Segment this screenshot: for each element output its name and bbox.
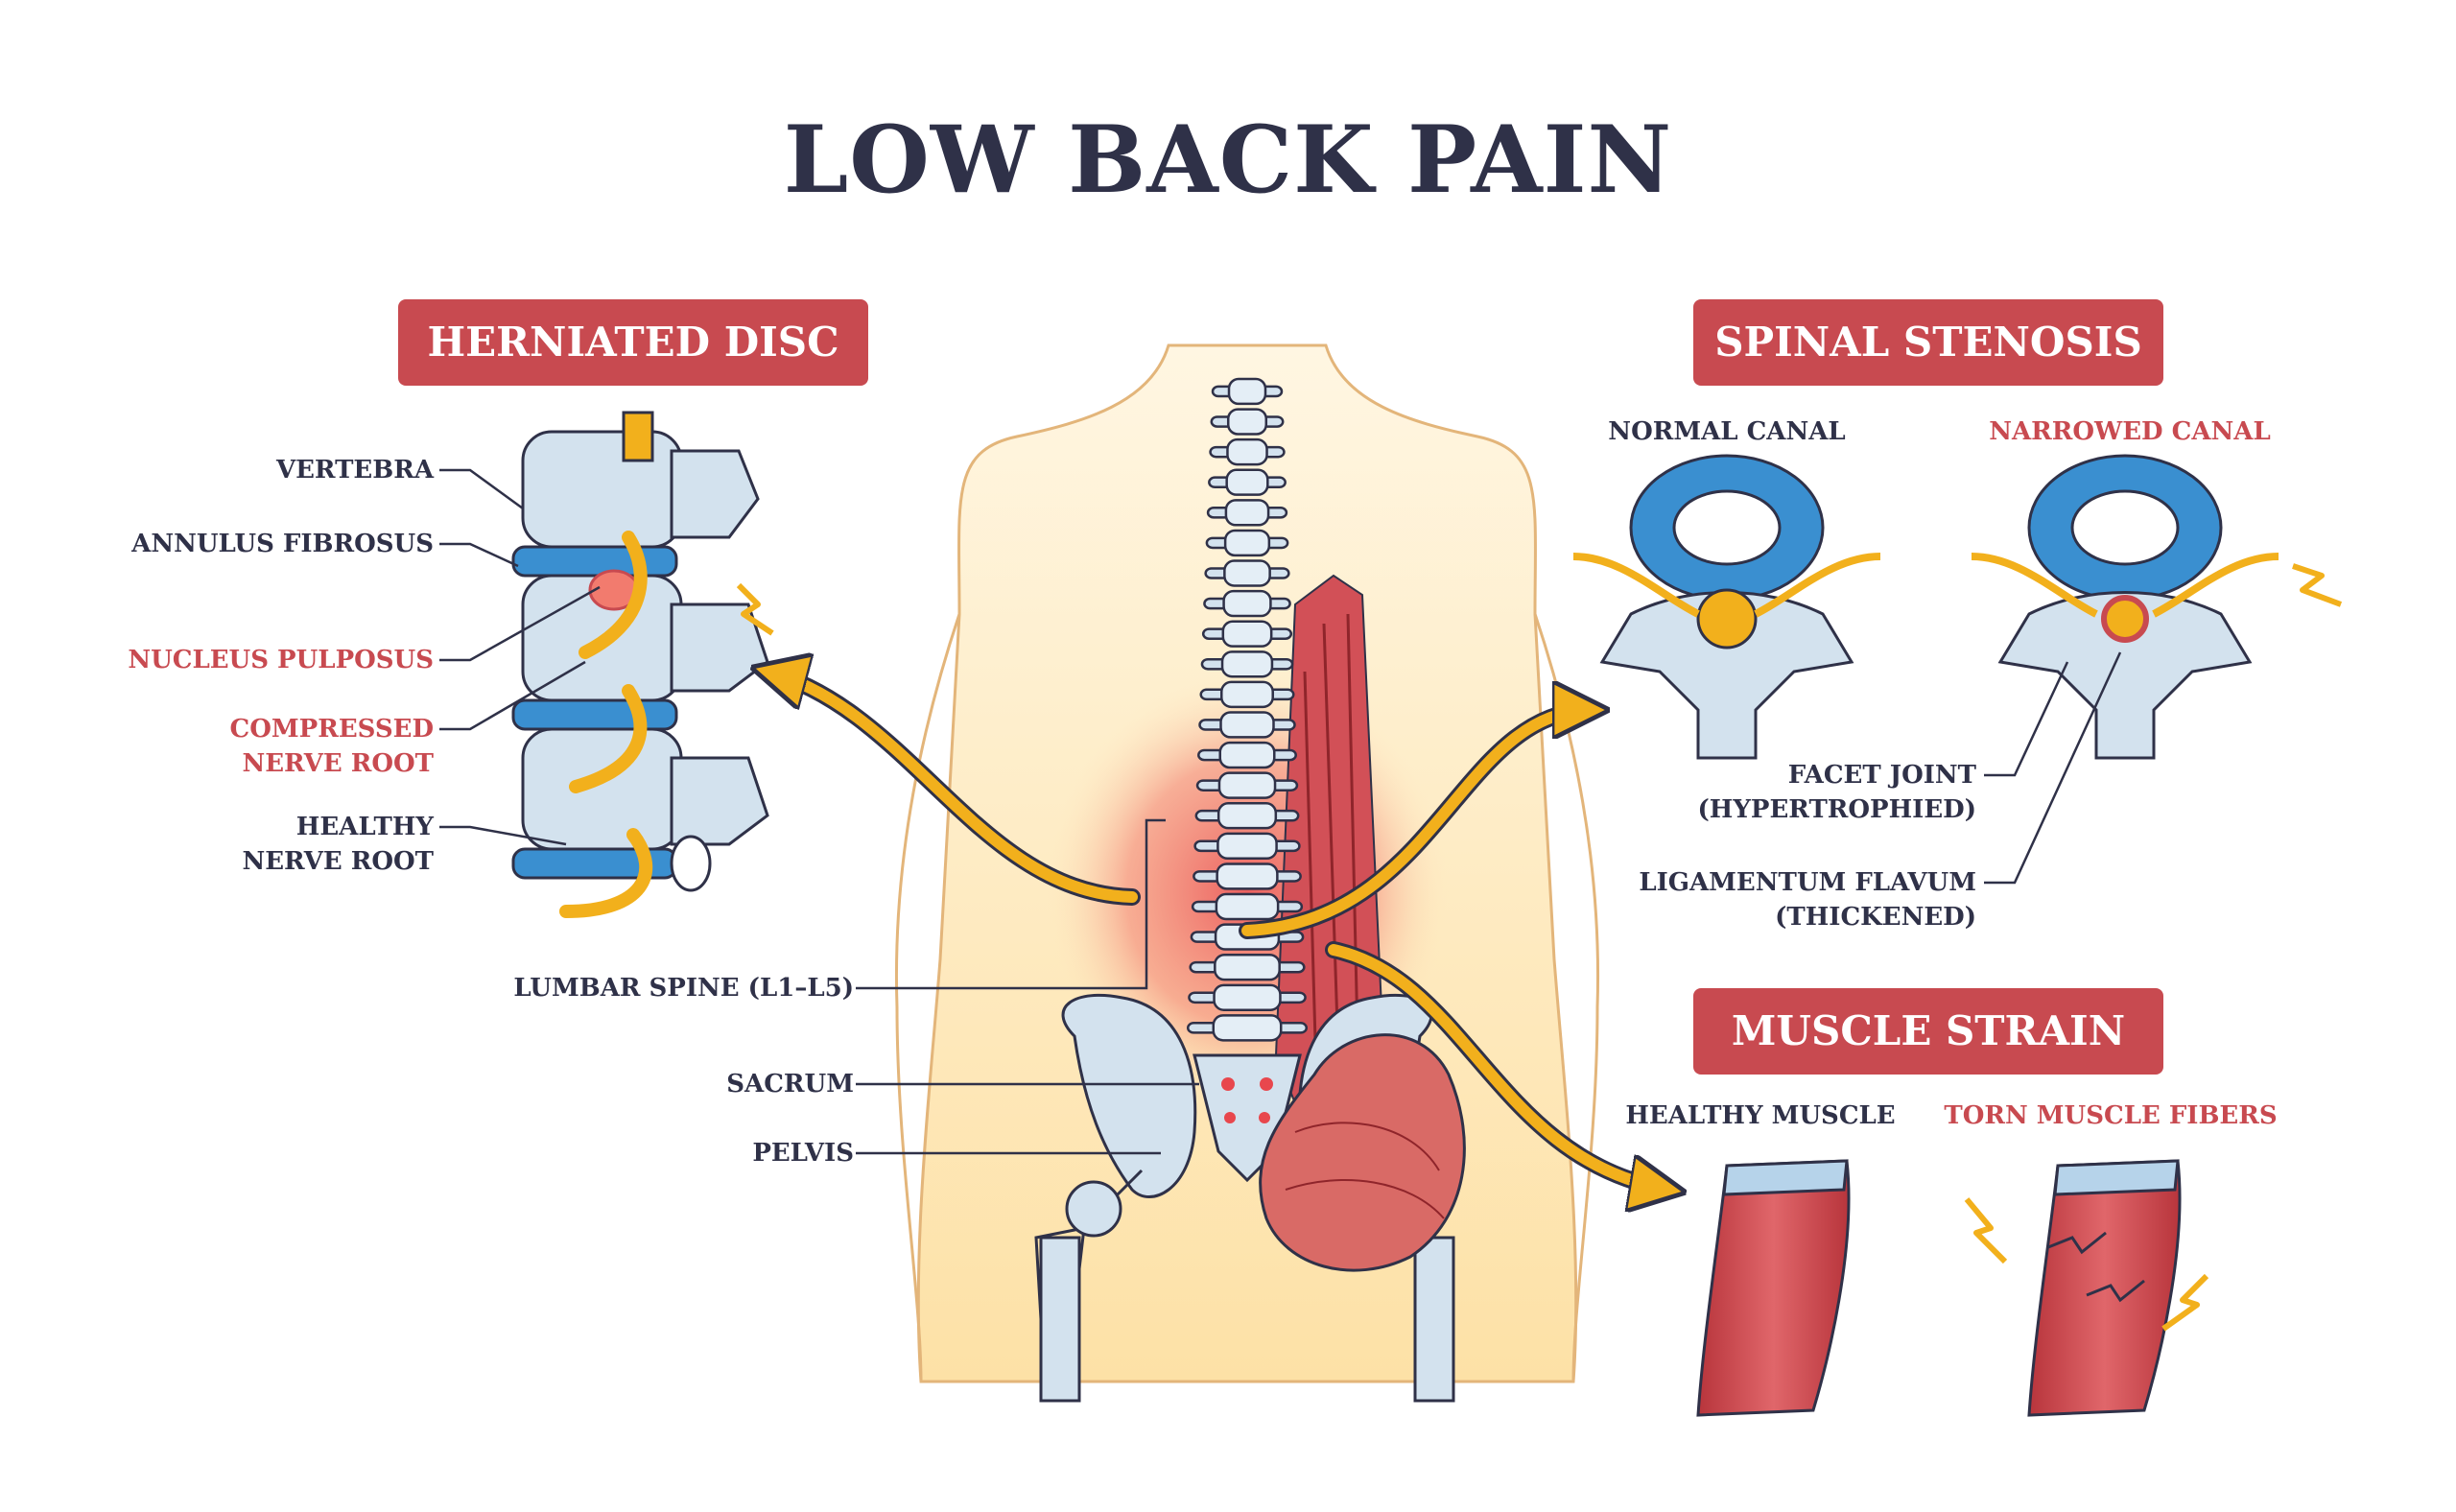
vertebra-body [1214, 953, 1281, 981]
vertebra-body [1221, 620, 1273, 648]
label-sacrum: SACRUM [726, 1070, 854, 1099]
narrowed-canal-illustration [1971, 454, 2343, 760]
vertebra-body [1213, 983, 1282, 1011]
vertebra-body [1225, 468, 1269, 496]
label-facet-joint-line2: (HYPERTROPHIED) [1697, 795, 1977, 824]
label-compressed-nerve-root-line1: COMPRESSED [229, 715, 434, 744]
label-annulus-fibrosus: ANNULUS FIBROSUS [131, 530, 434, 558]
vertebra-body [1220, 680, 1274, 709]
label-torn-muscle-fibers: TORN MUSCLE FIBERS [1944, 1101, 2278, 1130]
vertebra-body [1218, 741, 1276, 769]
label-vertebra: VERTEBRA [275, 456, 434, 484]
label-healthy-nerve-root-line1: HEALTHY [295, 813, 434, 841]
label-normal-canal: NORMAL CANAL [1608, 417, 1846, 446]
vertebra-body [1226, 408, 1268, 436]
label-nucleus-pulposus: NUCLEUS PULPOSUS [128, 646, 434, 674]
vertebra-body [1220, 650, 1274, 678]
vertebra-body [1216, 862, 1279, 890]
gluteal-muscle [1259, 1033, 1466, 1272]
herniated-disc-banner: HERNIATED DISC [398, 299, 868, 386]
vertebra-body [1223, 559, 1271, 587]
vertebra-body [1219, 711, 1275, 739]
vertebra-body [1227, 377, 1267, 406]
vertebra-body [1226, 437, 1268, 466]
vertebra-body [1223, 529, 1271, 557]
vertebra-body [1216, 832, 1278, 861]
page-title: LOW BACK PAIN [783, 106, 1673, 214]
torn-muscle-illustration [1964, 1159, 2209, 1417]
vertebra-body [1222, 589, 1272, 618]
label-ligamentum-flavum-line2: (THICKENED) [1775, 903, 1976, 932]
label-narrowed-canal: NARROWED CANAL [1989, 417, 2271, 446]
pointer-arrows [768, 672, 1669, 1190]
label-healthy-nerve-root-line2: NERVE ROOT [242, 847, 434, 876]
vertebra-body [1217, 771, 1277, 799]
normal-canal-illustration [1572, 454, 1881, 760]
vertebra-body [1224, 499, 1270, 527]
herniated-disc-illustration [511, 411, 774, 918]
vertebra-body [1216, 802, 1278, 830]
label-compressed-nerve-root-line2: NERVE ROOT [242, 749, 434, 778]
label-ligamentum-flavum-line1: LIGAMENTUM FLAVUM [1639, 868, 1976, 897]
muscle-strain-banner: MUSCLE STRAIN [1693, 988, 2163, 1075]
vertebra-body [1215, 892, 1280, 921]
label-healthy-muscle: HEALTHY MUSCLE [1625, 1101, 1896, 1130]
spinal-stenosis-banner: SPINAL STENOSIS [1693, 299, 2163, 386]
vertebra-body [1212, 1014, 1283, 1042]
label-facet-joint-line1: FACET JOINT [1787, 761, 1976, 790]
leader-lines [439, 468, 2122, 1155]
label-pelvis: PELVIS [752, 1139, 854, 1168]
label-lumbar-spine: LUMBAR SPINE (L1–L5) [513, 974, 854, 1003]
healthy-muscle-illustration [1696, 1159, 1851, 1417]
